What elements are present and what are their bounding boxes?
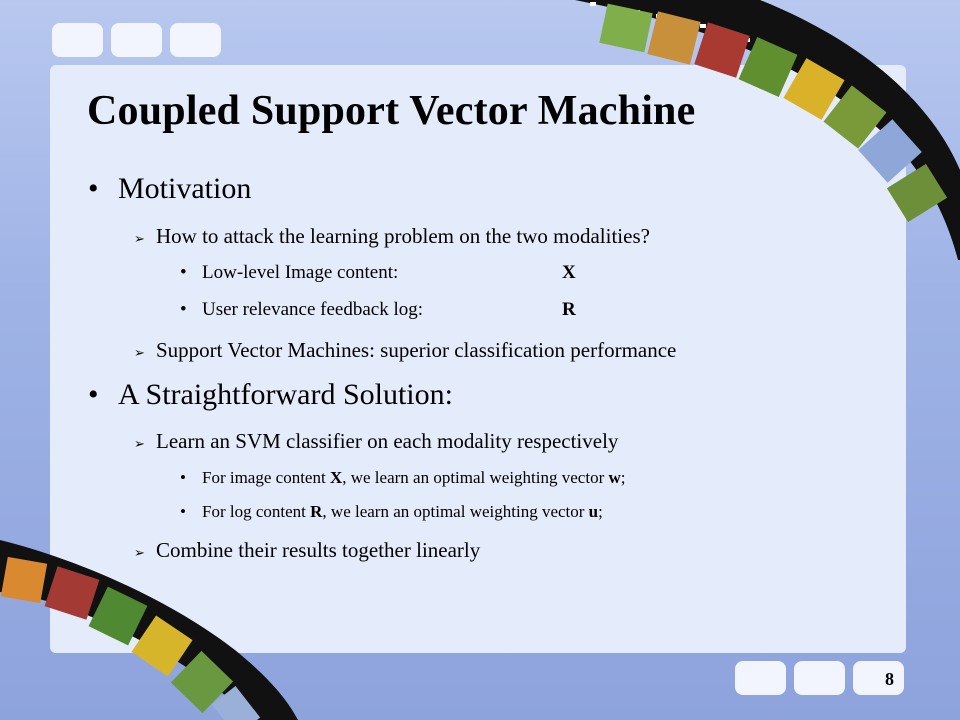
top-decor-tabs xyxy=(52,23,221,57)
decor-tab xyxy=(794,661,845,695)
decor-tab xyxy=(170,23,221,57)
slide-title: Coupled Support Vector Machine xyxy=(87,88,696,134)
decor-tab xyxy=(735,661,786,695)
filmstrip-bottom-left xyxy=(0,540,298,720)
page-number: 8 xyxy=(853,661,904,695)
bottom-decor-tabs: 8 xyxy=(735,661,904,695)
filmstrip-top-right xyxy=(575,0,960,260)
content-panel xyxy=(50,65,906,653)
decor-tab xyxy=(52,23,103,57)
decor-tab xyxy=(111,23,162,57)
